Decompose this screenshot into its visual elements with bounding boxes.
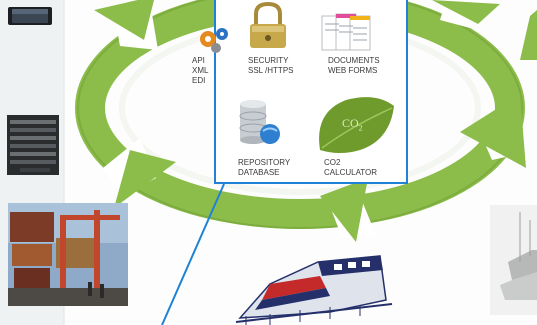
api-line-1: API bbox=[192, 56, 205, 65]
repository-line-2: DATABASE bbox=[238, 168, 280, 177]
tablet-icon bbox=[8, 7, 52, 25]
repository-line-1: REPOSITORY bbox=[238, 158, 291, 167]
co2-line-1: CO2 bbox=[324, 158, 341, 167]
documents-line-2: WEB FORMS bbox=[328, 66, 378, 75]
api-line-2: XML bbox=[192, 66, 209, 75]
co2-label: CO2 CALCULATOR bbox=[324, 158, 377, 178]
documents-icon bbox=[321, 13, 371, 51]
database-icon bbox=[239, 100, 280, 144]
documents-label: DOCUMENTS WEB FORMS bbox=[328, 56, 380, 76]
arrow-head-bottom bbox=[320, 178, 368, 242]
padlock-icon bbox=[250, 1, 286, 48]
api-line-3: EDI bbox=[192, 76, 206, 85]
repository-label: REPOSITORY DATABASE bbox=[238, 158, 290, 178]
server-rack-icon bbox=[7, 115, 59, 175]
api-label: API XML EDI bbox=[192, 56, 208, 86]
green-cycle-arrows bbox=[75, 0, 537, 242]
services-hub-box bbox=[214, 0, 408, 184]
security-line-1: SECURITY bbox=[248, 56, 289, 65]
arrow-head-bottom-left bbox=[114, 150, 176, 208]
container-port-photo bbox=[8, 203, 128, 306]
ship-sketch bbox=[490, 205, 537, 315]
leaf-co-text: CO bbox=[342, 116, 359, 130]
documents-line-1: DOCUMENTS bbox=[328, 56, 380, 65]
arrow-head-top-left bbox=[94, 0, 154, 40]
arrow-head-top-right bbox=[432, 0, 500, 24]
security-line-2: SSL /HTTPS bbox=[248, 66, 294, 75]
leaf-co2-text: CO2 bbox=[342, 116, 363, 133]
co2-line-2: CALCULATOR bbox=[324, 168, 378, 177]
security-label: SECURITY SSL /HTTPS bbox=[248, 56, 294, 76]
connector-line bbox=[161, 183, 225, 325]
leaf-subscript: 2 bbox=[358, 123, 363, 133]
leaf-icon bbox=[319, 97, 394, 153]
arrow-head-right bbox=[460, 94, 526, 168]
gears-icon bbox=[200, 28, 228, 53]
train-icon bbox=[235, 255, 393, 325]
